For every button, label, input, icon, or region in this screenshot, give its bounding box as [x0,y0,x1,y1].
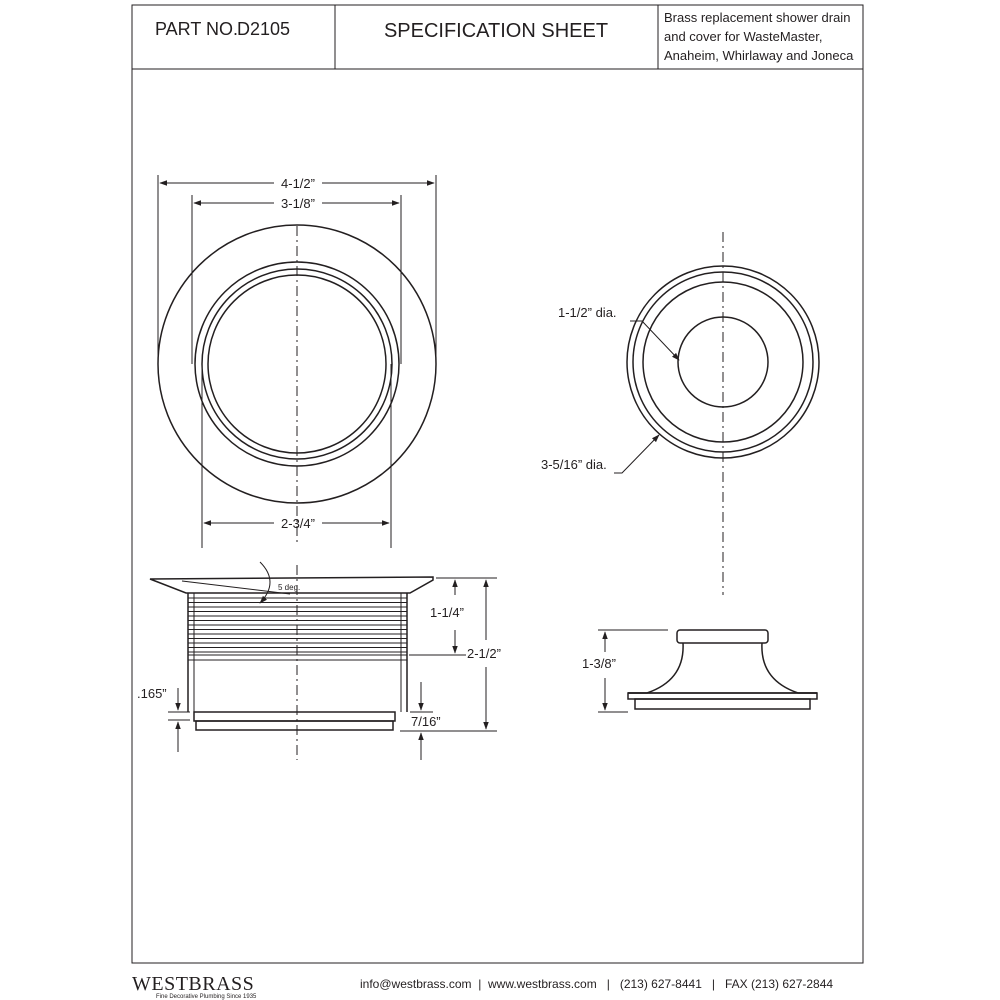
dim-thread-height: 1-1/4” [430,605,464,620]
brand-tagline: Fine Decorative Plumbing Since 1935 [156,994,257,1000]
cover-top-view: 1-1/2” dia. 3-5/16” dia. [541,232,820,595]
part-number: D2105 [237,19,290,39]
description-line-3: Anaheim, Whirlaway and Joneca [664,48,854,63]
header: PART NO. D2105 SPECIFICATION SHEET Brass… [132,5,863,70]
dim-bottom-ring-height: 7/16” [411,714,441,729]
dim-cover-outer: 3-5/16” dia. [541,457,607,472]
dim-lip-thickness: .165” [137,686,167,701]
dim-total-height: 2-1/2” [467,646,501,661]
dim-flange-angle: 5 deg. [278,583,300,592]
footer: WESTBRASS Fine Decorative Plumbing Since… [132,973,833,1000]
description-line-1: Brass replacement shower drain [664,10,850,25]
drain-top-view: 4-1/2” 3-1/8” 2-3/4” [157,175,437,548]
sheet-title: SPECIFICATION SHEET [384,20,608,42]
contact-line: info@westbrass.com | www.westbrass.com |… [360,977,833,991]
dim-flange-inner: 3-1/8” [281,196,315,211]
brand-logo: WESTBRASS [132,973,254,995]
drain-side-view: 5 deg. 1-1/4” 2-1/2” .165” 7/16” [137,561,501,760]
sheet-border [131,4,864,964]
dim-body-width: 2-3/4” [281,516,315,531]
dim-cover-height: 1-3/8” [582,656,616,671]
description-line-2: and cover for WasteMaster, [664,29,822,44]
part-label: PART NO. [155,19,238,39]
dim-flange-outer: 4-1/2” [281,176,315,191]
dim-cover-hole: 1-1/2” dia. [558,305,617,320]
cover-side-view: 1-3/8” [582,629,818,713]
